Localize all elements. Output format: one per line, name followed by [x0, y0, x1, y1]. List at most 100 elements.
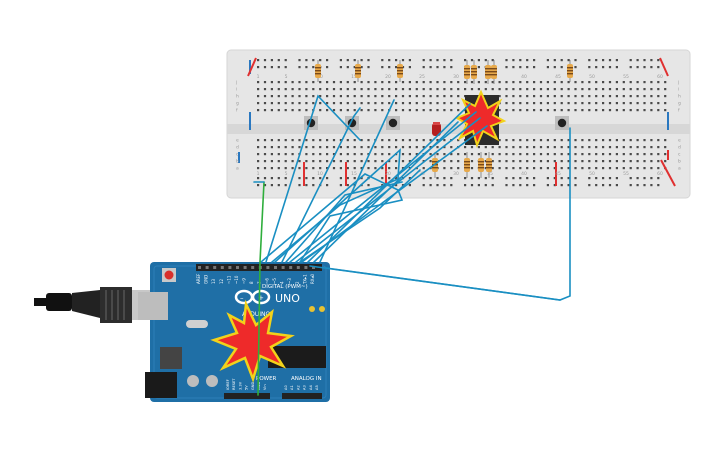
breadboard[interactable]: 1155101015152020252530303535404045455050… — [226, 49, 691, 199]
strip-hole — [367, 81, 370, 84]
resistor-7[interactable] — [491, 60, 497, 84]
strip-hole — [608, 146, 612, 149]
resistor-10[interactable] — [464, 152, 470, 178]
jumper-wire-blue[interactable] — [299, 169, 421, 263]
led-red[interactable] — [432, 122, 441, 136]
strip-hole — [326, 88, 329, 91]
resistor-11[interactable] — [478, 152, 484, 178]
jumper-wire-blue[interactable] — [313, 121, 459, 263]
resistor-8[interactable] — [567, 60, 573, 82]
strip-hole — [408, 102, 411, 105]
strip-hole — [319, 109, 322, 112]
strip-hole — [595, 167, 598, 170]
strip-hole — [470, 88, 474, 91]
strip-hole — [498, 139, 501, 142]
resistor-12[interactable] — [486, 152, 492, 178]
rail-hole — [643, 184, 646, 187]
strip-hole — [270, 167, 273, 170]
strip-hole — [484, 160, 487, 163]
strip-hole — [353, 102, 356, 105]
rail-hole — [560, 184, 563, 187]
jumper-wire-blue[interactable] — [281, 107, 361, 263]
column-label: 5 — [285, 171, 288, 177]
strip-hole — [526, 109, 529, 112]
strip-hole — [533, 95, 536, 98]
resistors[interactable] — [315, 60, 573, 178]
resistor-5[interactable] — [471, 60, 477, 84]
rail-hole — [298, 184, 301, 187]
rail-hole — [643, 66, 646, 69]
resistor-4[interactable] — [464, 60, 470, 84]
rail-hole — [353, 66, 356, 69]
strip-hole — [588, 109, 591, 112]
analog-pin-label: A5 — [315, 385, 319, 390]
strip-hole — [470, 160, 474, 163]
strip-hole — [257, 153, 260, 156]
strip-hole — [339, 81, 342, 84]
resistor-1[interactable] — [315, 60, 321, 82]
strip-hole — [388, 81, 391, 84]
strip-hole — [270, 88, 273, 91]
pushbutton-2[interactable] — [345, 116, 359, 130]
rail-hole — [388, 66, 391, 69]
strip-hole — [457, 167, 460, 170]
strip-hole — [643, 146, 646, 149]
strip-hole — [546, 109, 549, 112]
strip-hole — [567, 167, 570, 170]
strip-hole — [305, 167, 308, 170]
strip-hole — [519, 102, 522, 105]
strip-hole — [346, 102, 349, 105]
strip-hole — [305, 139, 308, 142]
resistor-3[interactable] — [397, 60, 403, 82]
strip-hole — [581, 146, 584, 149]
strip-hole — [381, 109, 384, 112]
jumper-wires[interactable] — [253, 94, 571, 396]
strip-hole — [374, 109, 377, 112]
strip-hole — [270, 160, 273, 163]
strip-hole — [319, 160, 322, 163]
jumper-wire-blue[interactable] — [265, 94, 361, 263]
strip-hole — [512, 167, 515, 170]
column-label: 15 — [351, 74, 357, 80]
strip-hole — [512, 81, 515, 84]
strip-hole — [533, 153, 536, 156]
digital-pin-label: 2 — [295, 281, 300, 284]
rail-hole — [636, 59, 639, 62]
jumper-wire-blue[interactable] — [260, 173, 404, 263]
strip-hole — [374, 95, 377, 98]
pushbutton-3[interactable] — [386, 116, 400, 130]
rail-hole — [657, 66, 660, 69]
strip-hole — [408, 160, 411, 163]
pushbutton-4[interactable] — [555, 116, 569, 130]
strip-hole — [636, 95, 639, 98]
rail-hole — [270, 66, 273, 69]
rail-hole — [567, 177, 570, 180]
strip-hole — [388, 160, 391, 163]
strip-hole — [429, 160, 432, 163]
jumper-wire-blue[interactable] — [285, 181, 403, 263]
strip-hole — [374, 102, 377, 105]
strip-hole — [622, 81, 625, 84]
header-hole — [274, 266, 277, 269]
resistor-6[interactable] — [485, 60, 491, 84]
rail-hole — [491, 184, 494, 187]
strip-hole — [332, 109, 336, 112]
resistor-2[interactable] — [355, 60, 361, 82]
strip-hole — [581, 139, 584, 142]
strip-hole — [443, 81, 446, 84]
strip-hole — [519, 153, 522, 156]
rail-hole — [505, 177, 508, 180]
row-label: i — [236, 87, 237, 93]
rail-hole — [277, 59, 280, 62]
strip-hole — [622, 146, 625, 149]
strip-hole — [415, 139, 418, 142]
jumper-wire-green[interactable] — [257, 181, 265, 396]
rail-hole — [298, 59, 301, 62]
strip-hole — [484, 167, 487, 170]
strip-hole — [657, 81, 660, 84]
power-pin-label: GND — [257, 382, 261, 390]
jumper-wire-blue[interactable] — [325, 267, 561, 301]
strip-hole — [277, 81, 280, 84]
strip-hole — [581, 81, 584, 84]
